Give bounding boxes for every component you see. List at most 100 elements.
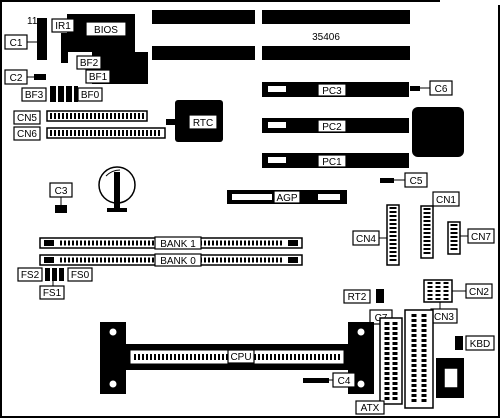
c6-label-box [429,80,453,96]
bank0-label: BANK 0 [160,256,196,267]
c2-header [34,74,46,80]
pc3-slot-window [268,86,286,92]
bf1-label: BF1 [89,72,108,83]
cn7-label: CN7 [471,232,491,243]
bf3-label-box [21,87,47,102]
c5-header [380,178,394,183]
c4-label: C4 [338,376,351,387]
bf2-label-box [76,55,102,70]
ir1-label-box [51,18,75,33]
c1-label: C1 [10,38,23,49]
cpu-label: CPU [230,352,251,363]
rt2-label: RT2 [348,292,367,303]
kbd-connector-window [443,367,459,389]
c5-label-box [404,172,428,188]
fs1-label-box [39,285,65,300]
fs1-label: FS1 [43,288,62,299]
pc1-label-box [317,154,347,168]
kbd-label-box [465,335,495,351]
atx-label: ATX [361,403,380,414]
cpu-retention-right-bottom-hole [356,379,366,389]
rt2-label-box [343,289,371,304]
bf3-label: BF3 [25,90,44,101]
dimm-bank-1-latch-right [288,240,298,246]
c5-label: C5 [410,176,423,187]
agp-slot-window [232,194,272,200]
ir1-label: IR1 [55,21,71,32]
kbd-label: KBD [470,339,491,350]
pc1-label: PC1 [322,157,342,168]
dimm-bank-0-latch-right [288,257,298,263]
cn3-label: CN3 [434,312,454,323]
cn4-label: CN4 [356,234,376,245]
board-model-number: 35406 [312,32,340,43]
atx-connector [379,317,403,405]
cn2-3-pins [427,282,449,300]
board-notch [440,0,501,5]
battery-highlight [105,169,121,177]
cn1-label-box [432,191,460,207]
cn1-label: CN1 [436,195,456,206]
fs0-label-box [67,267,93,282]
rtc-label-box [188,114,218,130]
pin-11-label: 11 [27,16,38,27]
fs-jumper-pins [45,268,64,281]
atx-label-box [355,400,385,415]
pc2-slot-window [268,122,286,128]
pc1-slot-window [268,157,286,163]
cn5-label-box [13,110,41,125]
cpu-retention-left-bottom-hole [108,379,118,389]
battery-base [107,208,127,212]
bf-jumper-pins [50,86,78,102]
isa-slot-right-1 [262,10,410,24]
isa-slot-left-1 [152,10,255,24]
cn6-label: CN6 [17,129,37,140]
battery-clip [114,172,120,210]
cn2-label: CN2 [469,287,489,298]
c2-label: C2 [10,73,23,84]
c1-label-box [4,34,28,50]
agp-slot-window-2 [318,194,340,200]
cpu-retention-right-top-hole [356,327,366,337]
pc2-label-box [317,119,347,133]
kbd-header [455,336,463,350]
cn5-label: CN5 [17,113,37,124]
agp-label: AGP [276,193,297,204]
cn6-label-box [13,126,41,141]
chipset [412,107,464,157]
c3-label: C3 [55,186,68,197]
bank1-label: BANK 1 [160,239,196,250]
rt2-header [376,289,384,303]
cpu-label-box [227,349,255,364]
c4-header [303,378,329,383]
bios-label: BIOS [94,25,118,36]
c1-header [37,18,47,60]
isa-slot-right-2 [262,46,410,60]
fs2-label-box [17,267,43,282]
pc3-label-box [317,83,347,97]
pc2-label: PC2 [322,122,342,133]
isa-slot-left-2 [152,46,255,60]
cn5-header [46,110,148,122]
fs2-label: FS2 [21,270,40,281]
c6-label: C6 [435,84,448,95]
c3-header [55,205,67,213]
fs0-label: FS0 [71,270,90,281]
bank0-label-box [154,253,202,267]
c6-header [410,86,420,91]
rtc-label: RTC [193,118,213,129]
dimm-bank-1-latch-left [44,240,54,246]
io-connector-stack [404,309,434,409]
pc3-label: PC3 [322,86,342,97]
ir1-header [61,33,68,63]
cpu-retention-left-top-hole [108,327,118,337]
bf0-label: BF0 [81,90,100,101]
rtc-jumper [166,119,175,125]
bf2-label: BF2 [80,58,99,69]
dimm-bank-0-latch-left [44,257,54,263]
bf1-label-box [85,69,111,84]
c4-label-box [332,372,356,388]
bios-label-box [85,21,127,37]
bank1-label-box [154,236,202,250]
